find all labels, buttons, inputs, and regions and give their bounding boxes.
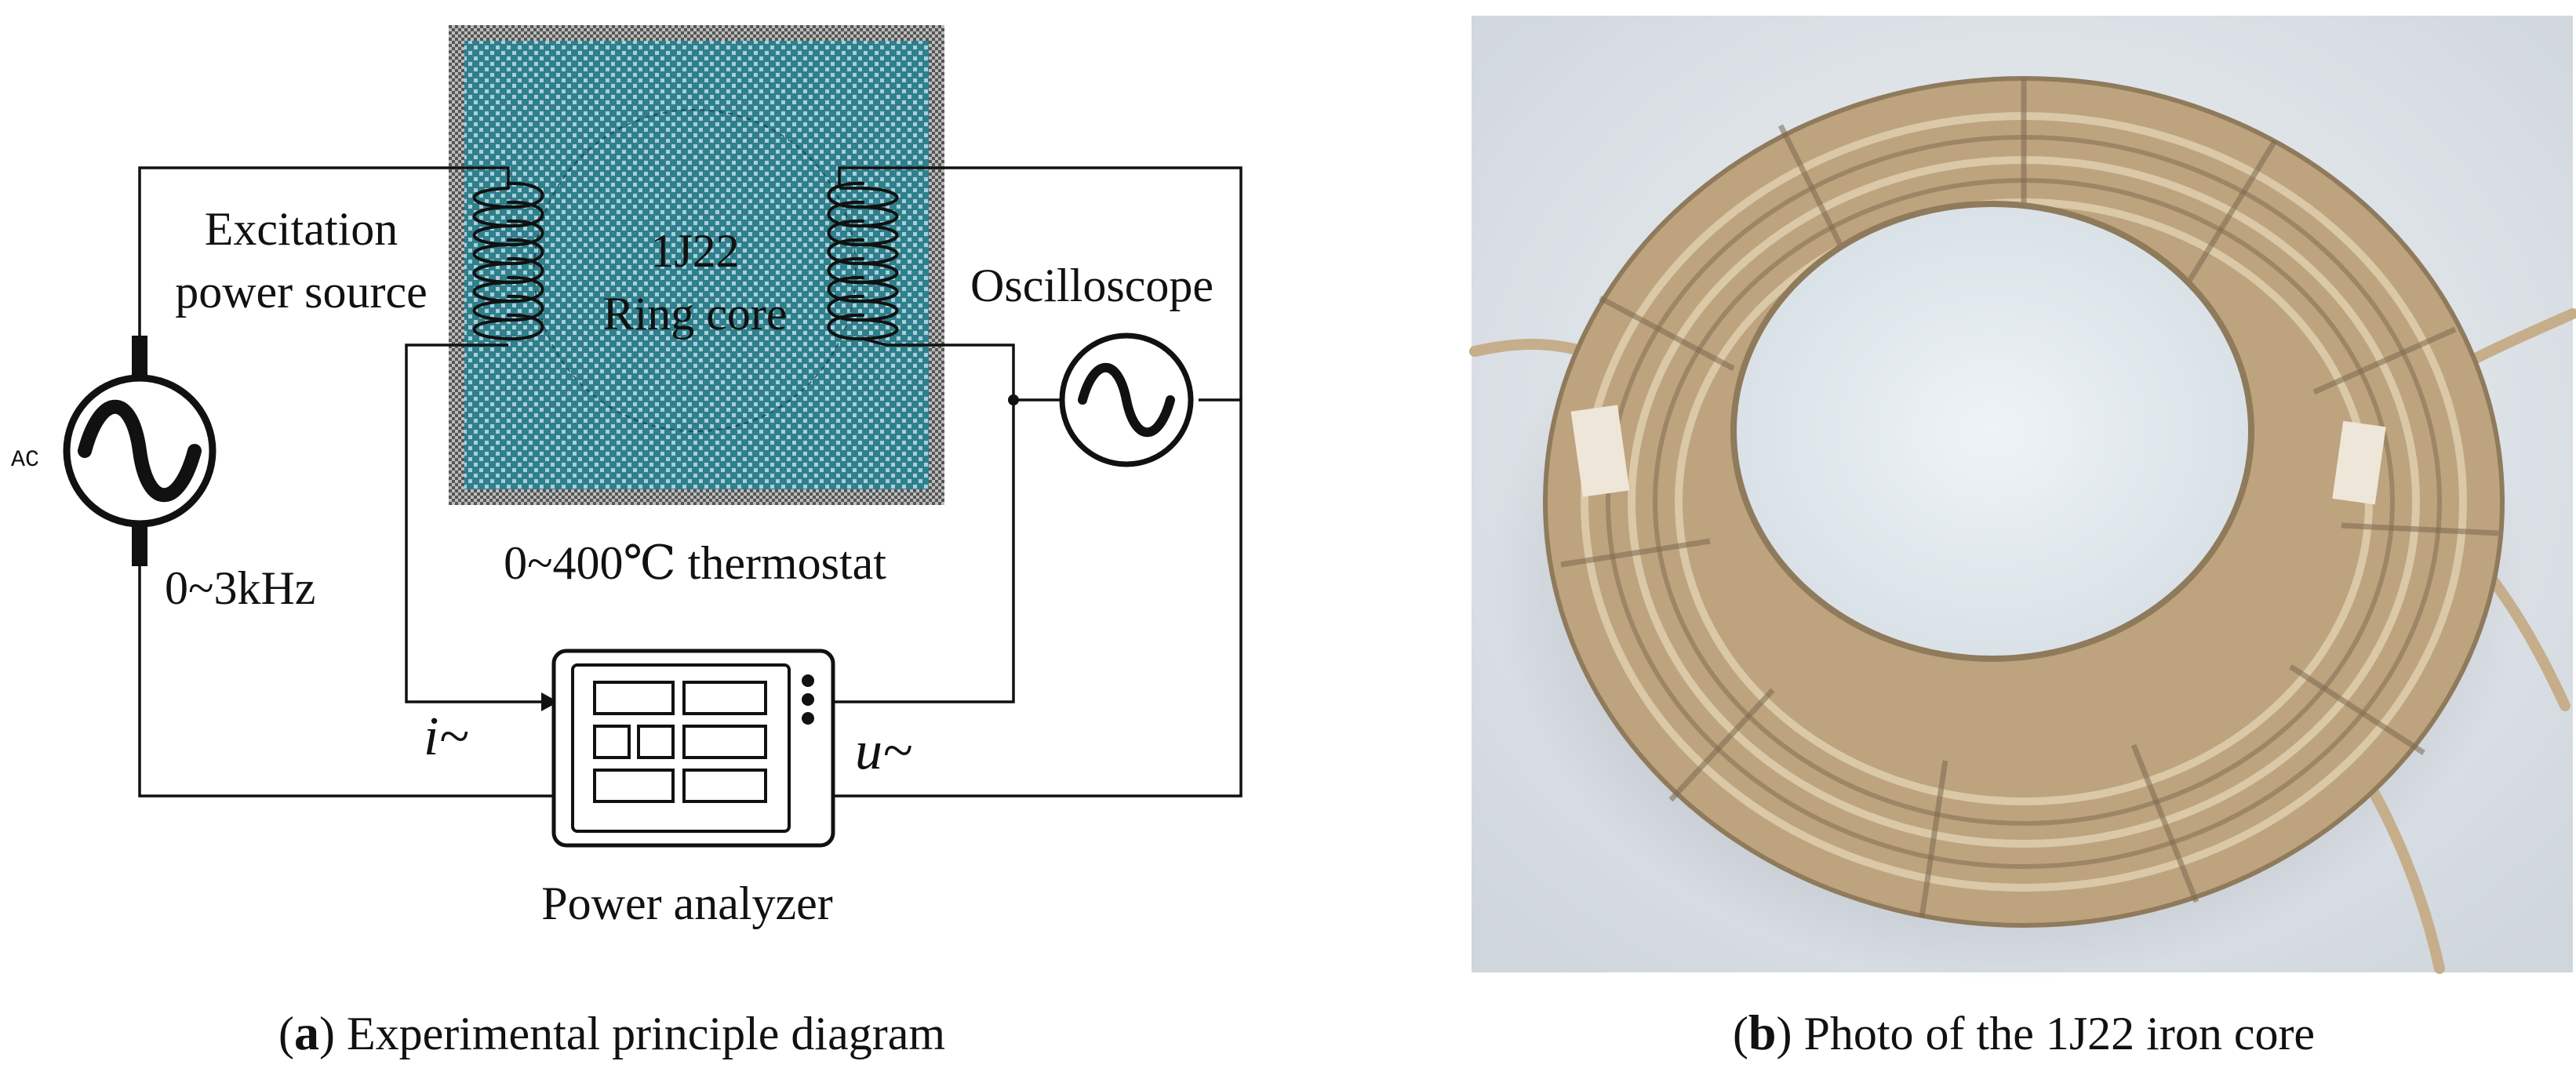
core-label-line1: 1J22	[650, 225, 739, 277]
toroid-core-photo	[1543, 76, 2505, 928]
caption-b: (b) Photo of the 1J22 iron core	[1733, 1005, 2315, 1060]
caption-a-text: Experimental principle diagram	[347, 1008, 945, 1059]
excitation-label-line1: Excitation	[205, 203, 398, 255]
power-analyzer-symbol	[551, 649, 835, 848]
oscilloscope-symbol	[1056, 333, 1194, 467]
circuit-wires	[138, 166, 1243, 798]
current-label: i~	[424, 707, 468, 767]
power-analyzer-label: Power analyzer	[541, 878, 833, 929]
secondary-coil	[827, 181, 899, 347]
thermostat-label: 0~400℃ thermostat	[504, 537, 886, 589]
ac-source-symbol	[63, 336, 216, 566]
panel-a-diagram: Excitation power source AC 0~3kHz 1J22 R…	[11, 25, 1243, 1060]
frequency-label: 0~3kHz	[165, 562, 315, 614]
caption-b-letter: b	[1748, 1005, 1777, 1060]
oscilloscope-label: Oscilloscope	[970, 260, 1213, 311]
panel-b-photo: (b) Photo of the 1J22 iron core	[1469, 16, 2576, 1060]
core-label-line2: Ring core	[603, 288, 788, 340]
primary-coil	[472, 181, 544, 341]
ac-label: AC	[11, 447, 39, 474]
excitation-label-line2: power source	[175, 266, 428, 318]
caption-a-letter: a	[294, 1005, 319, 1060]
caption-a: (a) Experimental principle diagram	[278, 1005, 945, 1060]
caption-b-text: Photo of the 1J22 iron core	[1804, 1008, 2316, 1059]
voltage-label: u~	[855, 721, 912, 781]
